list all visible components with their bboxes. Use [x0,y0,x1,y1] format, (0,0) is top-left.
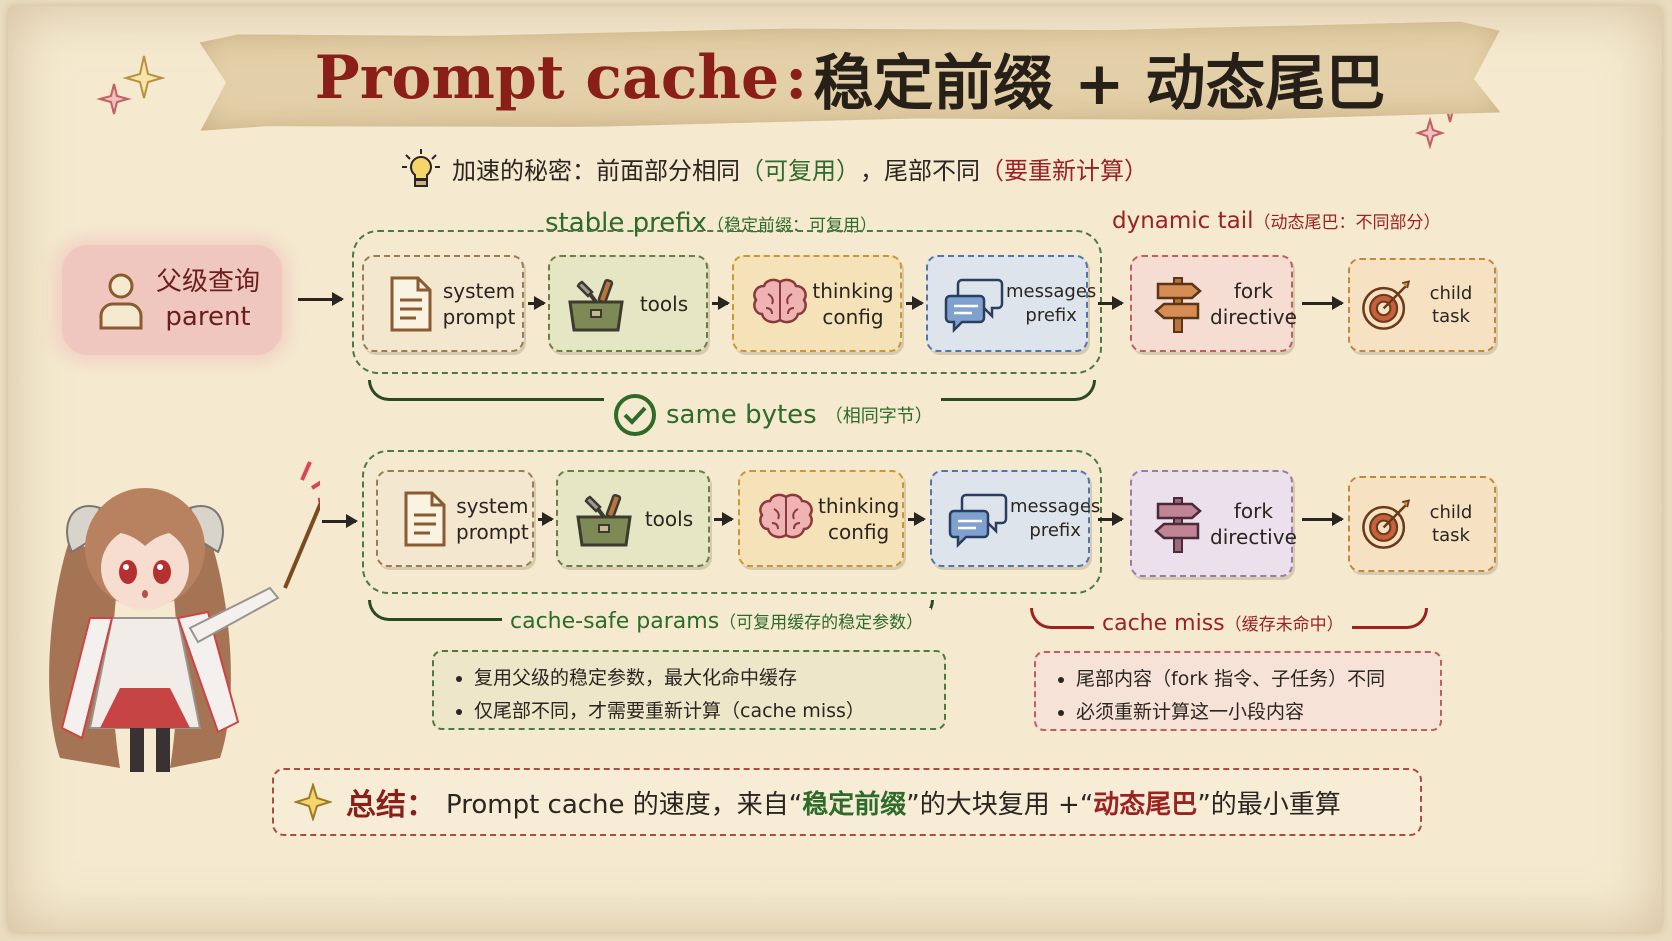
row2-child-task-label: child task [1429,501,1473,546]
arrow [1098,512,1124,526]
row1-messages-prefix: messages prefix [926,255,1096,352]
subtitle-d: （要重新计算） [980,156,1148,185]
row1-child-task-label: child task [1429,282,1473,327]
cache-safe-notes: 复用父级的稳定参数，最大化命中缓存 仅尾部不同，才需要重新计算（cache mi… [432,650,946,730]
row1-fork-directive-label: fork directive [1210,278,1297,329]
cache-miss-main: cache miss [1102,611,1225,636]
dynamic-tail-main: dynamic tail [1112,208,1254,234]
target-icon [1362,280,1411,330]
cache-safe-sub: （可复用缓存的稳定参数） [719,613,924,633]
row1-messages-prefix-label: messages prefix [1006,281,1097,326]
cache-safe-main: cache-safe params [510,609,720,634]
target-icon [1362,499,1411,549]
arrow [528,296,546,310]
cache-miss-label: cache miss（缓存未命中） [1094,610,1352,636]
arrow [1302,512,1344,526]
row1-tools-label: tools [639,291,689,316]
row2-thinking-config-label: thinking config [818,493,900,544]
row2-messages-prefix-label: messages prefix [1010,496,1101,541]
lightbulb-icon [402,149,440,187]
subtitle-a: 加速的秘密：前面部分相同 [452,156,740,185]
row2-child-task: child task [1348,476,1496,572]
summary-heading: 总结： [346,788,436,823]
row1-thinking-config: thinking config [732,255,902,352]
cache-safe-label: cache-safe params（可复用缓存的稳定参数） [502,608,932,634]
arrow [298,292,344,306]
cache-safe-note: 仅尾部不同，才需要重新计算（cache miss） [474,695,922,728]
cache-safe-group [362,450,1102,594]
toolbox-icon [576,493,632,546]
person-icon [99,273,143,330]
mascot-illustration [49,461,320,772]
signpost-icon [1154,276,1202,333]
arrow [1302,296,1344,310]
row1-system-prompt-label: system prompt [442,278,516,329]
cache-miss-notes: 尾部内容（fork 指令、子任务）不同 必须重新计算这一小段内容 [1034,651,1442,731]
summary-box: 总结： Prompt cache 的速度，来自“ 稳定前缀 ”的大块复用 +“ … [272,768,1422,836]
cache-miss-note: 尾部内容（fork 指令、子任务）不同 [1076,663,1418,696]
cache-miss-note: 必须重新计算这一小段内容 [1076,696,1418,729]
signpost-icon [1154,496,1202,553]
row2-fork-directive-label: fork directive [1210,498,1297,549]
summary-highlight-dynamic: 动态尾巴 [1093,789,1198,820]
same-bytes-sub: （相同字节） [824,406,933,427]
row2-system-prompt: system prompt [376,470,534,567]
subtitle: 加速的秘密：前面部分相同 （可复用） ，尾部不同 （要重新计算） [400,148,1148,188]
row1-system-prompt: system prompt [362,255,524,352]
check-circle-icon [614,394,656,436]
arrow [322,514,358,528]
arrow [538,512,554,526]
arrow [712,296,730,310]
row1-fork-directive: fork directive [1130,255,1297,352]
page-title: Prompt cache : 稳定前缀 + 动态尾巴 [200,38,1500,119]
chat-bubbles-icon [948,493,1008,548]
arrow [906,296,924,310]
parent-en: parent [165,302,251,332]
summary-text-3: ”的最小重算 [1197,789,1341,820]
title-en: Prompt cache [314,43,780,113]
row2-tools-label: tools [644,506,694,531]
dynamic-tail-sub: （动态尾巴：不同部分） [1253,213,1441,233]
toolbox-icon [568,278,624,331]
row2-system-prompt-label: system prompt [456,493,529,544]
brain-icon [753,278,807,323]
dynamic-tail-label: dynamic tail（动态尾巴：不同部分） [1112,208,1441,234]
arrow [1098,296,1124,310]
row1-thinking-config-label: thinking config [812,278,894,329]
document-icon [390,276,432,331]
row2-messages-prefix: messages prefix [930,470,1100,567]
row1-child-task: child task [1348,258,1496,352]
row2-fork-directive: fork directive [1130,470,1297,577]
summary-text-2: ”的大块复用 +“ [906,789,1094,820]
summary-text-1: Prompt cache 的速度，来自“ [446,789,803,820]
same-bytes-label: same bytes （相同字节） [604,392,941,438]
cache-miss-sub: （缓存未命中） [1224,615,1344,635]
summary-highlight-stable: 稳定前缀 [802,789,907,820]
row2-thinking-config: thinking config [738,470,904,567]
subtitle-b: （可复用） [740,156,860,185]
parent-cn: 父级查询 [156,266,261,297]
subtitle-c: ，尾部不同 [860,156,980,185]
title-sep: : [785,43,808,113]
arrow [908,512,926,526]
parent-query: 父级查询 parent [62,245,282,355]
title-cn: 稳定前缀 + 动态尾巴 [813,48,1386,119]
brain-icon [759,493,813,538]
sparkle-icon [96,55,166,115]
row1-tools: tools [548,255,708,352]
stable-prefix-main: stable prefix [545,208,708,238]
chat-bubbles-icon [944,278,1004,333]
arrow [714,512,734,526]
cache-safe-note: 复用父级的稳定参数，最大化命中缓存 [474,662,922,695]
same-bytes-main: same bytes [666,400,817,430]
sparkle-icon [294,783,332,821]
document-icon [404,491,446,546]
row2-tools: tools [556,470,710,567]
